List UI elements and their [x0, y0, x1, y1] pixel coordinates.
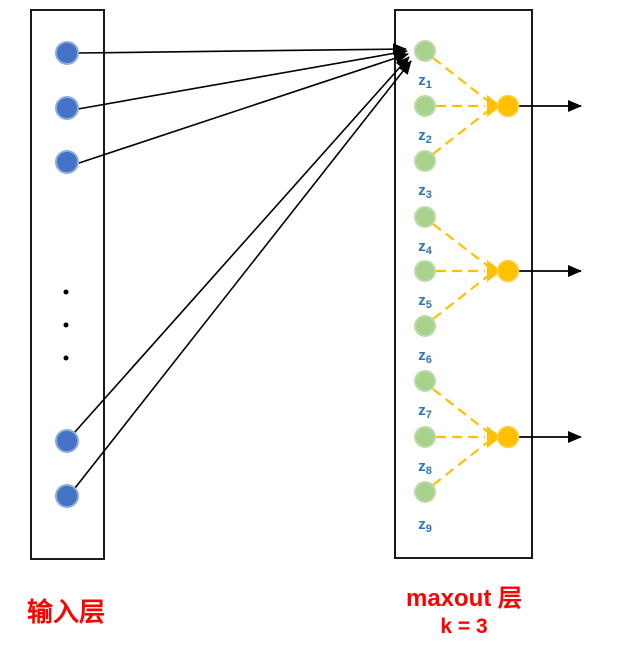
output-node-1	[496, 94, 520, 118]
output-node-2	[496, 259, 520, 283]
input-node-4	[55, 429, 79, 453]
maxout-node-z4	[414, 206, 436, 228]
ellipsis-dot-2	[63, 322, 69, 328]
maxout-node-z2	[414, 95, 436, 117]
z-label-8: z8	[418, 458, 432, 477]
input-layer-box	[30, 9, 105, 560]
maxout-k-label: k = 3	[440, 615, 488, 638]
z-label-3: z3	[418, 182, 432, 201]
z-label-1: z1	[418, 72, 432, 91]
maxout-layer-box	[394, 9, 533, 559]
maxout-node-z5	[414, 260, 436, 282]
maxout-layer-title: maxout 层	[405, 585, 522, 612]
input-connection-4	[73, 56, 410, 434]
input-connection-1	[77, 43, 407, 56]
maxout-node-z1	[414, 40, 436, 62]
orange-arrowhead-icon-2	[487, 260, 501, 282]
maxout-connection-z7	[432, 388, 489, 433]
input-node-1	[55, 41, 79, 65]
maxout-connection-z6	[432, 275, 489, 320]
z-label-5: z5	[418, 292, 432, 311]
z-label-7: z7	[418, 402, 432, 421]
ellipsis-dot-1	[63, 289, 69, 295]
input-connection-5	[74, 60, 412, 489]
z-label-6: z6	[418, 347, 432, 366]
maxout-connection-z3	[432, 110, 489, 155]
maxout-connection-z4	[432, 223, 489, 267]
input-node-5	[55, 484, 79, 508]
maxout-connection-z1	[432, 57, 489, 102]
maxout-connection-z9	[432, 441, 489, 486]
orange-arrowhead-icon-3	[487, 426, 501, 448]
input-connection-3	[78, 52, 409, 164]
orange-arrowhead-icon-1	[487, 95, 501, 117]
ellipsis-dot-3	[63, 355, 69, 361]
maxout-node-z6	[414, 315, 436, 337]
maxout-layer-label: maxout 层 k = 3	[383, 586, 545, 639]
maxout-node-z9	[414, 481, 436, 503]
z-label-9: z9	[418, 516, 432, 535]
input-connection-2	[77, 47, 408, 110]
maxout-node-z7	[414, 370, 436, 392]
input-node-3	[55, 150, 79, 174]
output-node-3	[496, 425, 520, 449]
maxout-node-z3	[414, 150, 436, 172]
z-label-2: z2	[418, 127, 432, 146]
maxout-node-z8	[414, 426, 436, 448]
input-node-2	[55, 96, 79, 120]
z-label-4: z4	[418, 238, 432, 257]
input-layer-label: 输入层	[26, 597, 105, 627]
